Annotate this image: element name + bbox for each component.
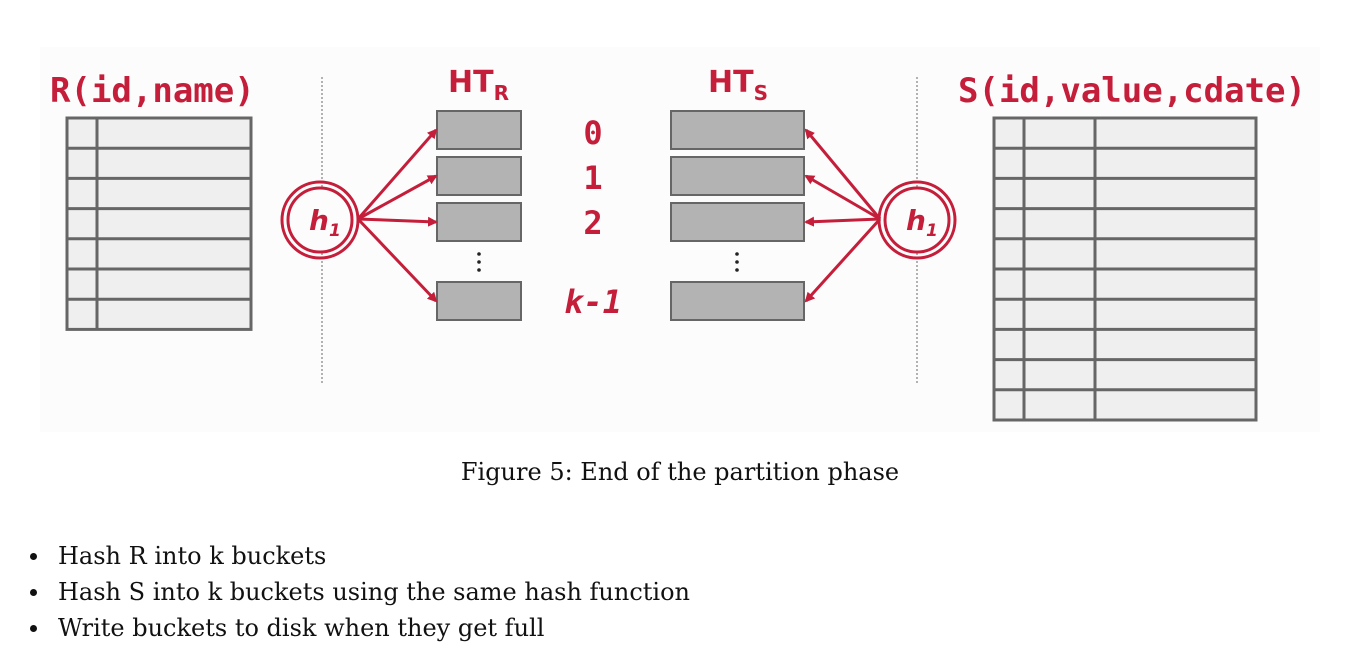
ht-s-buckets	[670, 110, 805, 321]
ht-r-bucket	[436, 281, 522, 321]
ht-s-bucket	[670, 156, 805, 196]
hash-r-arrow	[357, 216, 438, 227]
hash-function-s-icon: h1	[877, 180, 957, 260]
ht-r-buckets	[436, 110, 522, 321]
ht-r-bucket	[436, 156, 522, 196]
hash-s-arrow	[804, 217, 882, 303]
ht-r-bucket	[436, 202, 522, 242]
hash-r-arrow	[356, 217, 438, 303]
hash-r-arrow	[356, 128, 438, 220]
hash-s-arrow	[804, 128, 882, 220]
hash-s-label: h1	[906, 204, 938, 241]
bullet-icon	[30, 553, 37, 560]
hash-function-r-icon: h1	[280, 180, 360, 260]
bucket-label-0: 0	[583, 114, 602, 152]
hash-r-label: h1	[309, 204, 341, 241]
bullet-icon	[30, 589, 37, 596]
bullet-item: Hash R into k buckets	[22, 538, 690, 574]
bullet-item: Write buckets to disk when they get full	[22, 610, 690, 646]
hash-s-arrows	[804, 128, 882, 303]
ht-s-bucket	[670, 110, 805, 150]
bucket-label-2: 2	[583, 204, 602, 242]
figure-caption: Figure 5: End of the partition phase	[460, 458, 900, 486]
ht-r-ellipsis-icon	[477, 252, 481, 272]
ht-r-bucket	[436, 110, 522, 150]
partition-diagram: R(id,name) S(id,value,cdate) HTR HTS 0 1…	[50, 65, 1306, 422]
bullet-item: Hash S into k buckets using the same has…	[22, 574, 690, 610]
table-s	[992, 116, 1258, 422]
table-r	[65, 116, 253, 331]
bucket-label-1: 1	[583, 159, 602, 197]
bullet-icon	[30, 625, 37, 632]
ht-s-title: HTS	[708, 65, 768, 105]
hash-r-arrow	[357, 174, 438, 221]
ht-s-bucket	[670, 281, 805, 321]
hash-s-arrow	[804, 174, 881, 221]
right-table-title: S(id,value,cdate)	[958, 71, 1306, 111]
figure: R(id,name) S(id,value,cdate) HTR HTS 0 1…	[40, 47, 1320, 432]
bucket-label-k-minus-1: k-1	[564, 283, 622, 321]
ht-s-ellipsis-icon	[735, 252, 739, 272]
hash-s-arrow	[804, 216, 881, 227]
left-table-title: R(id,name)	[50, 71, 255, 111]
ht-s-bucket	[670, 202, 805, 242]
ht-r-title: HTR	[448, 65, 509, 105]
hash-r-arrows	[356, 128, 438, 303]
table-r-frame	[65, 116, 253, 331]
bullet-list: Hash R into k buckets Hash S into k buck…	[22, 538, 690, 646]
